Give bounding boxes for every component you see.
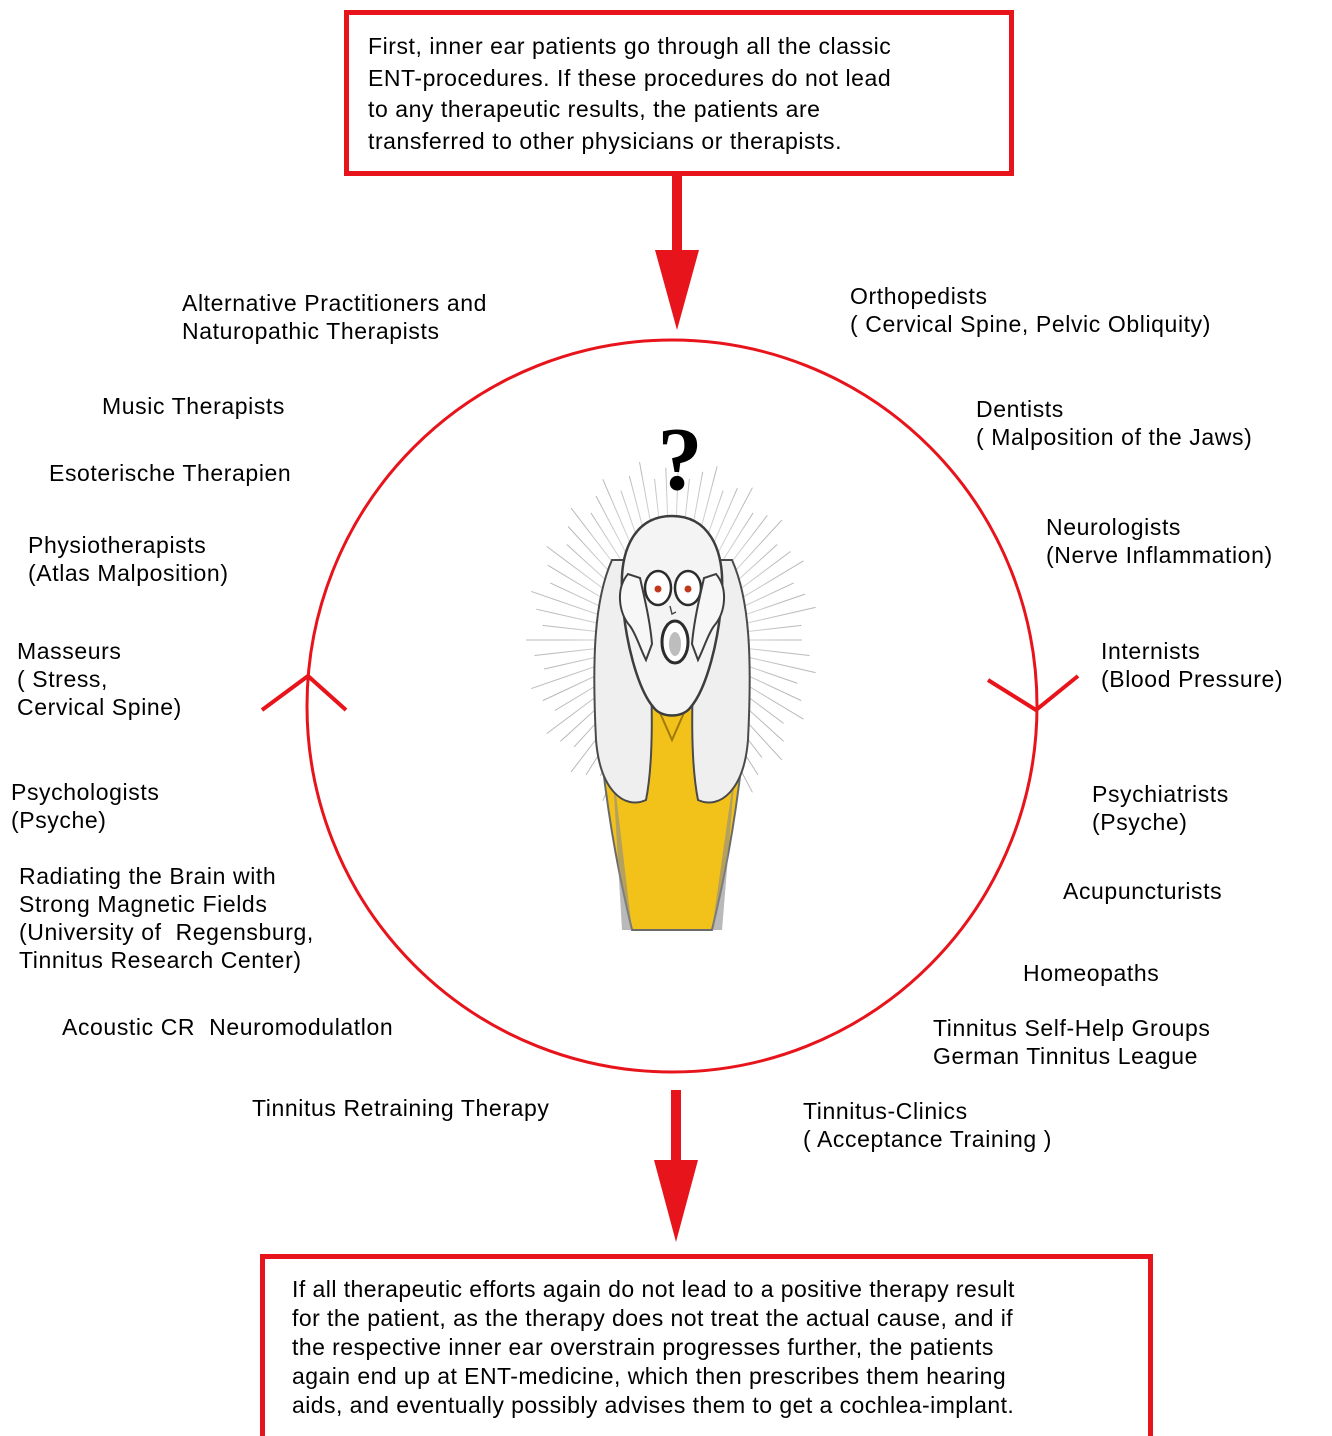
label-acoustic-cr: Acoustic CR Neuromodulatlon bbox=[62, 1014, 394, 1040]
left-arrowhead bbox=[260, 673, 348, 712]
label-internists: Internists (Blood Pressure) bbox=[1101, 638, 1284, 692]
top-arrow bbox=[655, 176, 699, 330]
label-alternative-practitioners: Alternative Practitioners and Naturopath… bbox=[182, 290, 488, 344]
label-tinnitus-retraining: Tinnitus Retraining Therapy bbox=[252, 1095, 550, 1121]
label-masseurs: Masseurs ( Stress, Cervical Spine) bbox=[17, 638, 182, 720]
label-acupuncturists: Acupuncturists bbox=[1063, 878, 1223, 904]
bottom-box: If all therapeutic efforts again do not … bbox=[260, 1254, 1153, 1436]
label-esoterische-therapien: Esoterische Therapien bbox=[49, 460, 292, 486]
top-box-text: First, inner ear patients go through all… bbox=[368, 33, 892, 154]
label-music-therapists: Music Therapists bbox=[102, 393, 286, 419]
label-homeopaths: Homeopaths bbox=[1023, 960, 1160, 986]
label-psychologists: Psychologists (Psyche) bbox=[11, 779, 160, 833]
bottom-box-text: If all therapeutic efforts again do not … bbox=[292, 1276, 1015, 1418]
label-physiotherapists: Physiotherapists (Atlas Malposition) bbox=[28, 532, 229, 586]
bottom-arrow bbox=[654, 1090, 698, 1242]
screaming-figure-icon bbox=[526, 457, 816, 931]
label-self-help-groups: Tinnitus Self-Help Groups German Tinnitu… bbox=[933, 1015, 1211, 1069]
label-tinnitus-clinics: Tinnitus-Clinics ( Acceptance Training ) bbox=[803, 1098, 1053, 1152]
right-arrowhead bbox=[986, 674, 1080, 713]
label-psychiatrists: Psychiatrists (Psyche) bbox=[1092, 781, 1229, 835]
label-radiating-brain: Radiating the Brain with Strong Magnetic… bbox=[19, 863, 314, 973]
cycle-circle bbox=[305, 338, 1039, 1074]
top-box: First, inner ear patients go through all… bbox=[344, 10, 1014, 176]
label-orthopedists: Orthopedists ( Cervical Spine, Pelvic Ob… bbox=[850, 283, 1212, 337]
question-mark-icon: ? bbox=[657, 410, 703, 509]
label-neurologists: Neurologists (Nerve Inflammation) bbox=[1046, 514, 1273, 568]
label-dentists: Dentists ( Malposition of the Jaws) bbox=[976, 396, 1253, 450]
